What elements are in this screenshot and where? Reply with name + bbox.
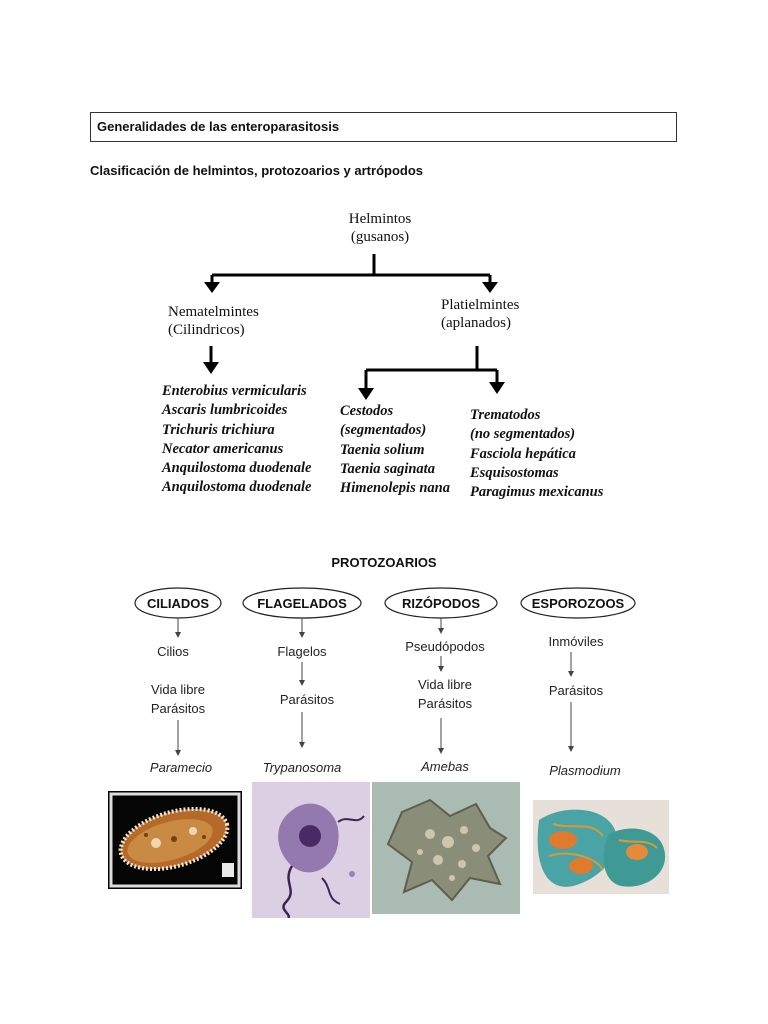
species-item: Necator americanus xyxy=(162,440,284,457)
plasmodium-image xyxy=(533,800,669,894)
rizopodos-label: RIZÓPODOS xyxy=(401,596,480,611)
trematodos-list: Trematodos (no segmentados) Fasciola hep… xyxy=(470,406,603,502)
trematodos-item: (no segmentados) xyxy=(470,426,576,443)
section-header-box xyxy=(90,112,677,142)
section-header-title: Generalidades de las enteroparasitosis xyxy=(97,119,340,134)
ameba-image xyxy=(372,782,520,914)
cestodos-item: Himenolepis nana xyxy=(340,480,450,497)
nematelmintes-species-list: Enterobius vermicularis Ascaris lumbrico… xyxy=(162,382,311,498)
rizopodos-habitat: Vida libre Parásitos xyxy=(417,677,473,711)
subtitle: Clasificación de helmintos, protozoarios… xyxy=(90,163,423,178)
cestodos-item: Cestodos xyxy=(340,403,394,419)
trematodos-item: Trematodos xyxy=(470,407,541,423)
rizopodos-genus: Amebas xyxy=(421,759,469,774)
esporozoos-genus: Plasmodium xyxy=(549,763,621,778)
protozoarios-title: PROTOZOARIOS xyxy=(331,555,437,570)
nematelmintes-label: Nematelmintes (Cilindricos) xyxy=(168,304,259,338)
trypanosoma-image xyxy=(252,782,370,918)
species-item: Ascaris lumbricoides xyxy=(162,402,288,419)
esporozoos-label: ESPOROZOOS xyxy=(531,596,625,611)
cestodos-item: Taenia saginata xyxy=(340,460,435,477)
flagelados-habitat: Parásitos xyxy=(279,692,335,707)
ciliados-feature: Cilios xyxy=(157,644,189,659)
ciliados-genus: Paramecio xyxy=(149,760,213,775)
ciliados-label: CILIADOS xyxy=(146,596,210,611)
trematodos-item: Esquisostomas xyxy=(470,464,559,481)
species-item: Trichuris trichiura xyxy=(162,421,275,438)
cestodos-item: (segmentados) xyxy=(340,422,427,439)
esporozoos-feature: Inmóviles xyxy=(548,634,604,649)
flagelados-label: FLAGELADOS xyxy=(257,596,347,611)
esporozoos-habitat: Parásitos xyxy=(548,683,604,698)
cestodos-item: Taenia solium xyxy=(340,441,425,458)
cestodos-list: Cestodos (segmentados) Taenia solium Tae… xyxy=(340,402,450,498)
trematodos-item: Paragimus mexicanus xyxy=(470,484,604,501)
esporozoos-ellipse xyxy=(520,587,636,619)
flagelados-genus: Trypanosoma xyxy=(262,760,342,775)
platielmintes-label: Platielmintes (aplanados) xyxy=(441,297,520,331)
species-item: Enterobius vermicularis xyxy=(162,383,307,399)
flagelados-feature: Flagelos xyxy=(277,644,327,659)
trematodos-item: Fasciola hepática xyxy=(470,445,576,462)
paramecium-image xyxy=(108,791,242,889)
helmintos-root: Helmintos (gusanos) xyxy=(348,211,412,245)
species-item: Anquilostoma duodenale xyxy=(162,460,312,477)
ciliados-habitat: Vida libre Parásitos xyxy=(150,682,206,716)
rizopodos-feature: Pseudópodos xyxy=(405,639,485,654)
species-item: Anquilostoma duodenale xyxy=(162,479,312,496)
